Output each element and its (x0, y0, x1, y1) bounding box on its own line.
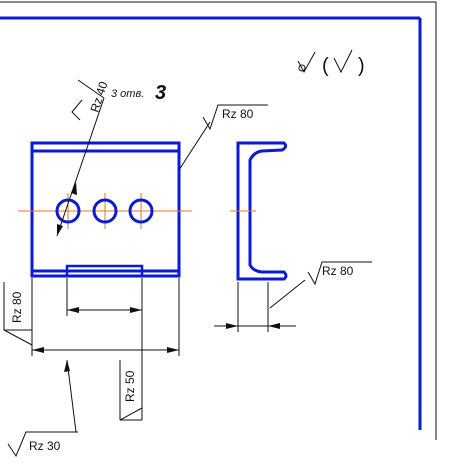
hole-3 (128, 198, 154, 224)
hole-1 (55, 198, 81, 224)
hole-2 (92, 198, 118, 224)
roughness-symbol-open-paren: ( (322, 55, 329, 77)
roughness-callout-bottom: Rz 50 (119, 360, 143, 421)
roughness-callout-right: Rz 80 (269, 261, 372, 309)
hole-count-note: 3 отв. (111, 88, 144, 100)
slot-width-dimension (66, 278, 143, 420)
general-roughness-symbol: ( ) (297, 49, 365, 77)
roughness-callout-left: Rz 80 (3, 282, 33, 346)
thickness-dimension (214, 282, 296, 332)
roughness-left-label: Rz 80 (10, 291, 24, 323)
side-view-profile (230, 141, 288, 281)
roughness-bottom-left-label: Rz 30 (29, 439, 61, 453)
hole-callout: Rz 40 3 отв. 3 (56, 79, 166, 237)
roughness-top-label: Rz 80 (222, 107, 254, 121)
roughness-callout-bottom-left: Rz 30 (7, 359, 78, 458)
front-view-plate (30, 141, 181, 278)
overall-width-dimension (31, 278, 180, 356)
roughness-symbol-close-paren: ) (358, 55, 365, 77)
hole-roughness-label: Rz 40 (88, 79, 111, 113)
roughness-callout-top: Rz 80 (178, 104, 268, 171)
roughness-bottom-label: Rz 50 (123, 370, 137, 402)
holes (18, 193, 192, 229)
drawing-frame (0, 1, 437, 440)
roughness-right-label: Rz 80 (322, 264, 354, 278)
hole-count-note-mark: 3 (155, 82, 166, 104)
